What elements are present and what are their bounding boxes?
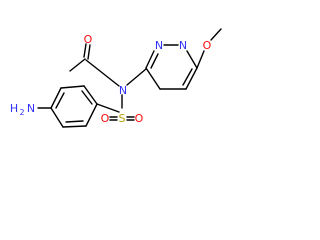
- atom-oxygen-methoxy: O: [203, 39, 212, 52]
- bond-ring-methoxy-oxygen: [196, 50, 205, 69]
- bond-benzene-3: [50, 87, 62, 109]
- atom-amino-hydrogen: H: [10, 102, 18, 115]
- atom-nitrogen-amide: N: [119, 84, 127, 97]
- atom-nitrogen-ring-2: N: [179, 39, 187, 52]
- bond-carbonyl-oxygen: [83, 43, 87, 58]
- bond-benzene-4: [50, 107, 64, 128]
- bond-methoxy-oxygen-methyl: [210, 28, 222, 41]
- molecule-diagram: O N N N O S O O H 2 N: [0, 0, 225, 157]
- bond-methyl-carbonyl: [69, 58, 86, 72]
- atom-oxygen-sulfonyl-right: O: [135, 112, 144, 125]
- bond-ring-c1-n2-inner: [150, 53, 159, 69]
- bond-ring-c4-c5: [185, 67, 198, 90]
- bond-benzene-3-inner: [55, 92, 65, 109]
- bond-ring-n3-c4: [186, 50, 198, 69]
- molecule-structure: O N N N O S O O H 2 N: [10, 28, 222, 128]
- bond-benzene-2: [60, 85, 85, 89]
- atom-sulfur: S: [119, 112, 126, 125]
- bond-benzene-6: [85, 103, 98, 127]
- atom-nitrogen-ring-1: N: [155, 39, 163, 52]
- atom-amino-subscript: 2: [19, 108, 24, 117]
- bond-sulfur-benzene: [96, 103, 120, 113]
- bond-carbonyl-oxygen-double: [87, 44, 91, 60]
- bond-carbonyl-nitrogen: [85, 59, 120, 87]
- bond-ring-c6-c1: [145, 67, 161, 90]
- bond-ring-c4-c5-inner: [182, 68, 193, 86]
- bond-benzene-1-inner: [81, 90, 93, 105]
- atom-amino-nitrogen: N: [27, 102, 35, 115]
- bond-benzene-1: [83, 85, 98, 105]
- atom-oxygen-carbonyl: O: [84, 33, 93, 46]
- atom-oxygen-sulfonyl-left: O: [101, 112, 110, 125]
- bond-benzene-5-inner: [65, 120, 84, 123]
- bond-ring-c1-n2: [145, 50, 155, 69]
- bond-benzene-5: [62, 125, 87, 128]
- bond-nitrogen-ring: [126, 68, 147, 86]
